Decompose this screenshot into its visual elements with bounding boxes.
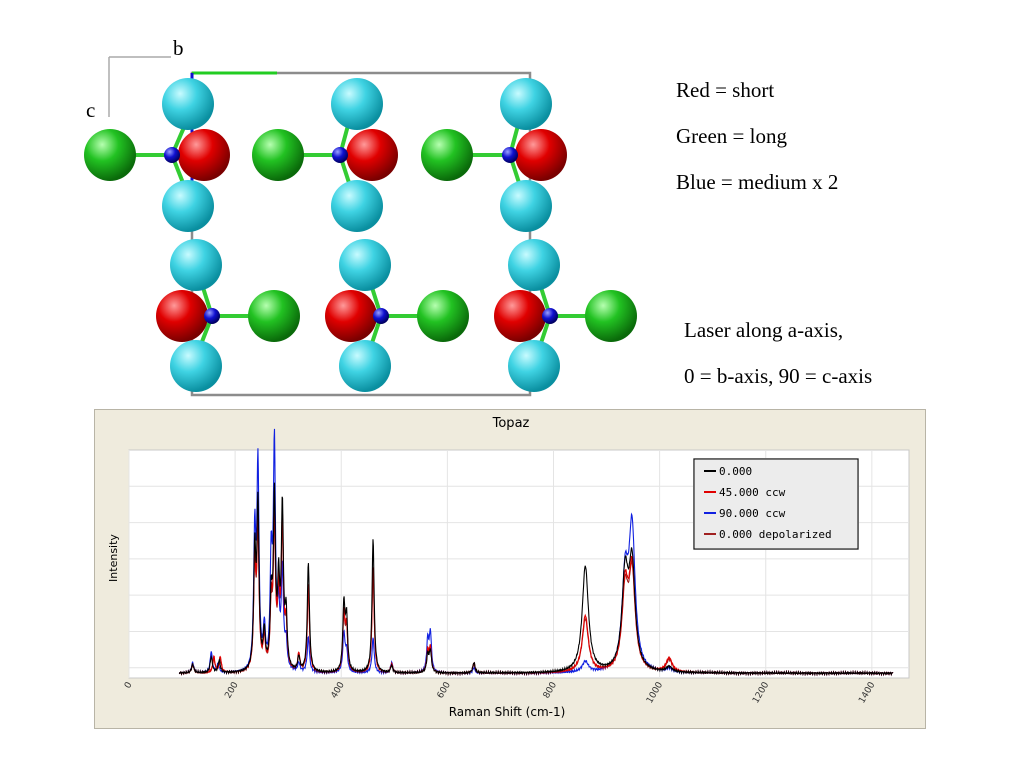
legend-label: 0.000 depolarized <box>719 528 832 541</box>
bond-legend-red: Red = short <box>676 78 775 102</box>
axis-label-b: b <box>173 36 184 60</box>
chart-series <box>178 428 894 677</box>
tetrahedron-top-2 <box>252 78 398 232</box>
x-tick-label: 600 <box>436 680 453 700</box>
legend-label: 90.000 ccw <box>719 507 786 520</box>
x-tick-label: 800 <box>542 680 559 700</box>
chart-legend: 0.000 45.000 ccw 90.000 ccw 0.000 depolariz… <box>693 458 859 550</box>
crystal-structure-diagram: b c <box>84 36 637 397</box>
bond-legend-green: Green = long <box>676 124 787 148</box>
unit-cell-box <box>190 71 532 397</box>
laser-note-line-1: Laser along a-axis, <box>684 318 844 342</box>
tetrahedron-top-1 <box>84 78 230 232</box>
laser-note-line-2: 0 = b-axis, 90 = c-axis <box>684 364 873 388</box>
tetrahedron-bottom-2 <box>325 239 469 392</box>
raman-chart-panel: 0 200 400 600 800 1000 1200 1400 Topaz Raman Sh… <box>94 409 926 729</box>
x-tick-label: 400 <box>330 680 347 700</box>
x-tick-label: 1400 <box>857 680 877 705</box>
x-tick-label: 1000 <box>645 680 665 705</box>
tetrahedron-top-3 <box>421 78 567 232</box>
series-line <box>178 482 894 677</box>
bond-legend-blue: Blue = medium x 2 <box>676 170 839 194</box>
y-axis-label: Intensity <box>107 534 120 582</box>
legend-label: 45.000 ccw <box>719 486 786 499</box>
x-tick-label: 200 <box>223 680 240 700</box>
x-tick-label: 1200 <box>751 680 771 705</box>
x-axis-label: Raman Shift (cm-1) <box>449 705 566 719</box>
tetrahedron-bottom-1 <box>156 239 300 392</box>
axis-indicator: b c <box>86 36 184 122</box>
axis-label-c: c <box>86 98 95 122</box>
raman-chart: 0 200 400 600 800 1000 1200 1400 Topaz Raman Sh… <box>107 416 910 719</box>
legend-label: 0.000 <box>719 465 752 478</box>
x-tick-label: 0 <box>123 680 135 690</box>
chart-title: Topaz <box>492 416 530 431</box>
tetrahedron-bottom-3 <box>494 239 637 392</box>
x-axis-ticks: 0 200 400 600 800 1000 1200 1400 <box>123 680 878 705</box>
